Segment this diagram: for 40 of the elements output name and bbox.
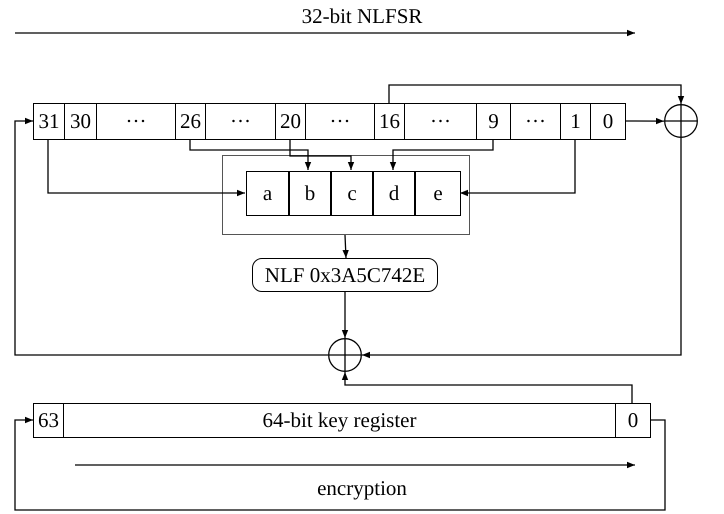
function-box: NLF 0x3A5C742E <box>252 258 438 292</box>
connector-arrow <box>342 292 348 338</box>
register-cell: 64-bit key register <box>63 403 616 438</box>
connector-arrow <box>342 372 633 403</box>
xor-symbol <box>664 104 698 138</box>
register-cell: ··· <box>510 103 561 140</box>
register-cell: ··· <box>96 103 176 140</box>
register-cell: 31 <box>33 103 65 140</box>
register-cell: 0 <box>590 103 626 140</box>
register-cell: ··· <box>305 103 375 140</box>
title: 32-bit NLFSR <box>300 4 424 29</box>
connector-arrow <box>14 416 666 511</box>
register-cell: 63 <box>33 403 64 438</box>
register-cell: 16 <box>374 103 405 140</box>
register-cell: 0 <box>615 403 651 438</box>
connector-arrow <box>625 118 664 124</box>
register-cell: 1 <box>560 103 591 140</box>
register-cell: 30 <box>64 103 97 140</box>
register-cell: 9 <box>476 103 511 140</box>
caption: encryption <box>316 476 408 501</box>
register-cell: d <box>373 171 415 216</box>
register-cell: e <box>415 171 461 216</box>
register-cell: a <box>246 171 289 216</box>
register-cell: 20 <box>275 103 306 140</box>
register-cell: ··· <box>404 103 477 140</box>
register-cell: b <box>289 171 331 216</box>
connector-arrow <box>47 140 245 196</box>
register-cell: ··· <box>205 103 276 140</box>
connector-arrow <box>342 234 349 258</box>
register-cell: 26 <box>175 103 206 140</box>
register-cell: c <box>331 171 373 216</box>
connector-arrow <box>388 84 684 104</box>
connector-arrow <box>390 140 494 170</box>
xor-symbol <box>328 338 362 372</box>
connector-arrow <box>362 138 682 358</box>
input-selector-frame <box>222 155 470 235</box>
connector-arrow <box>460 140 576 196</box>
connector-arrow <box>189 140 312 170</box>
connector-arrow <box>289 140 354 170</box>
connector-arrow <box>14 118 328 356</box>
